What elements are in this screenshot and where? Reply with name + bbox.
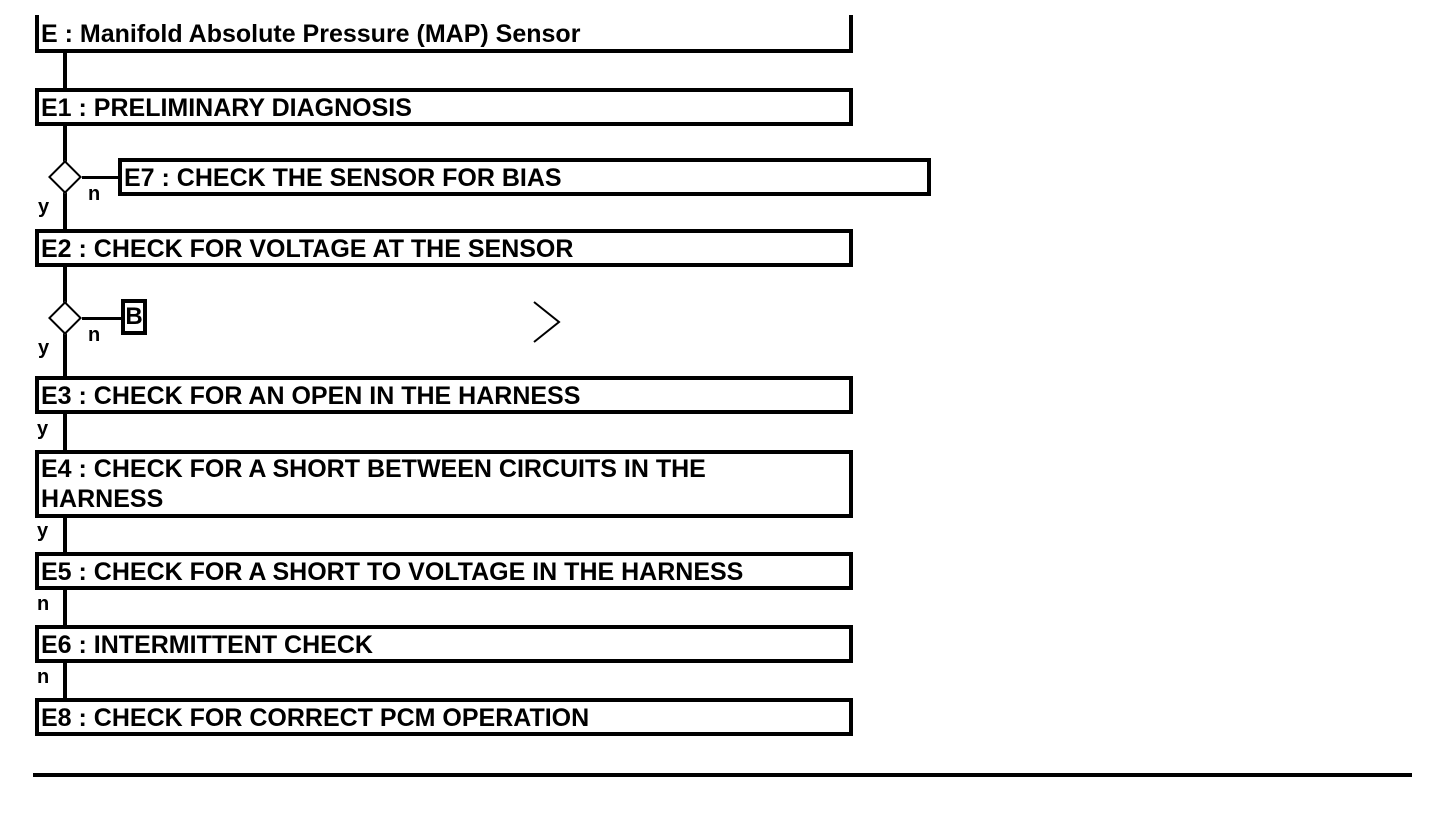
e6-out-label: n (37, 666, 50, 688)
flowchart-title: E : Manifold Absolute Pressure (MAP) Sen… (41, 20, 581, 48)
title-right-border (849, 15, 853, 53)
step-e2-label: E2 : CHECK FOR VOLTAGE AT THE SENSOR (41, 235, 574, 263)
title-left-border (35, 15, 39, 53)
flowchart-title-box: E : Manifold Absolute Pressure (MAP) Sen… (35, 15, 853, 53)
step-e1-box[interactable]: E1 : PRELIMINARY DIAGNOSIS (35, 88, 853, 126)
step-e7-label: E7 : CHECK THE SENSOR FOR BIAS (124, 164, 562, 192)
e5-out-label: n (37, 593, 50, 615)
decision-1-no-label: n (88, 183, 101, 205)
connector-b-label: B (125, 303, 143, 330)
connector-b-box[interactable]: B (121, 299, 147, 335)
step-e3-label: E3 : CHECK FOR AN OPEN IN THE HARNESS (41, 382, 581, 410)
decision-2-diamond-icon (48, 301, 82, 335)
step-e8-box[interactable]: E8 : CHECK FOR CORRECT PCM OPERATION (35, 698, 853, 736)
step-e6-box[interactable]: E6 : INTERMITTENT CHECK (35, 625, 853, 663)
step-e5-label: E5 : CHECK FOR A SHORT TO VOLTAGE IN THE… (41, 558, 744, 586)
title-bottom-border (35, 49, 853, 53)
chevron-right-icon[interactable] (530, 300, 564, 346)
connector-e6-e8 (63, 662, 67, 700)
step-e1-label: E1 : PRELIMINARY DIAGNOSIS (41, 94, 412, 122)
decision-2-no-label: n (88, 324, 101, 346)
connector-e4-e5 (63, 516, 67, 554)
connector-e3-e4 (63, 412, 67, 452)
step-e3-box[interactable]: E3 : CHECK FOR AN OPEN IN THE HARNESS (35, 376, 853, 414)
e3-out-label: y (37, 418, 49, 440)
step-e2-box[interactable]: E2 : CHECK FOR VOLTAGE AT THE SENSOR (35, 229, 853, 267)
step-e7-box[interactable]: E7 : CHECK THE SENSOR FOR BIAS (118, 158, 931, 196)
decision-2-yes-label: y (38, 337, 50, 359)
e4-out-label: y (37, 520, 49, 542)
step-e6-label: E6 : INTERMITTENT CHECK (41, 631, 373, 659)
bottom-divider (33, 773, 1412, 777)
connector-title-e1 (63, 53, 67, 88)
decision-1-yes-label: y (38, 196, 50, 218)
decision-1-no-branch (82, 176, 120, 179)
decision-2-no-branch (82, 317, 122, 320)
step-e4-box[interactable]: E4 : CHECK FOR A SHORT BETWEEN CIRCUITS … (35, 450, 853, 518)
connector-e5-e6 (63, 588, 67, 626)
step-e5-box[interactable]: E5 : CHECK FOR A SHORT TO VOLTAGE IN THE… (35, 552, 853, 590)
step-e4-label: E4 : CHECK FOR A SHORT BETWEEN CIRCUITS … (41, 455, 706, 513)
decision-1-diamond-icon (48, 160, 82, 194)
step-e8-label: E8 : CHECK FOR CORRECT PCM OPERATION (41, 704, 590, 732)
